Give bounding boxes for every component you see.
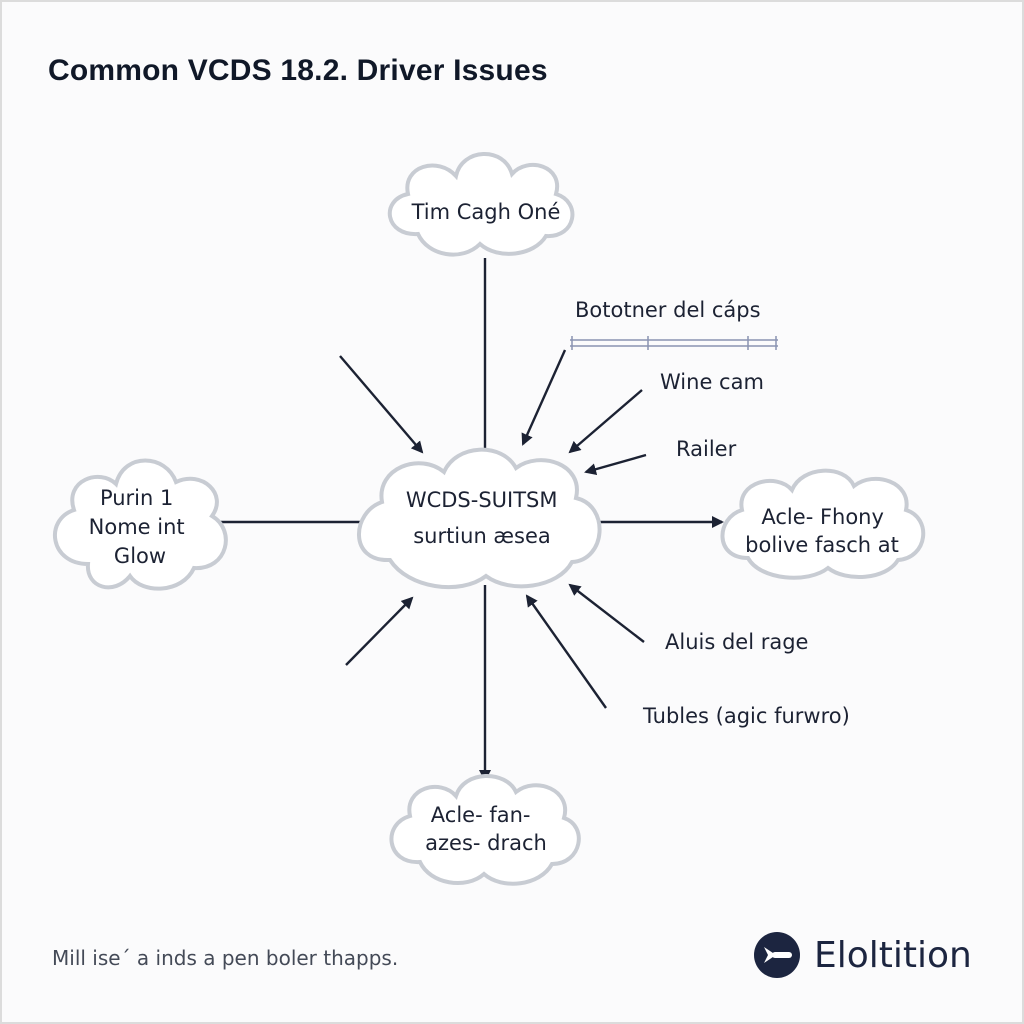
node-center-text: WCDS-SUITSM surtiun æsea	[406, 488, 564, 548]
node-bottom-text: Acle- fan- azes- drach	[425, 803, 547, 855]
label-tubles: Tubles (agic furwro)	[642, 704, 850, 728]
cloud-bottom	[389, 774, 581, 886]
footer-note: Mill ise´ a inds a pen boler thapps.	[52, 946, 399, 970]
cloud-right	[720, 468, 926, 580]
cloud-left	[53, 458, 228, 591]
ruler-decoration	[570, 336, 778, 350]
brand-name: Eloltition	[814, 934, 972, 976]
arrow-railer	[584, 453, 647, 476]
arrow-aluis	[568, 583, 645, 643]
cloud-top	[387, 152, 575, 257]
node-center-line-2: surtiun æsea	[413, 524, 551, 548]
node-bottom-line-2: azes- drach	[425, 831, 547, 855]
arrow-wine	[568, 389, 643, 454]
arrow-tubles	[525, 594, 607, 709]
arrow-lower-left	[345, 596, 414, 666]
node-center-line-1: WCDS-SUITSM	[406, 488, 558, 512]
label-railer: Railer	[676, 437, 737, 461]
node-top-line-1: Tim Cagh Oné	[411, 200, 561, 224]
label-wine: Wine cam	[660, 370, 764, 394]
node-right-line-2: bolive fasch at	[745, 533, 899, 557]
brand: Eloltition	[754, 932, 972, 978]
label-botoner: Bototner del cáps	[575, 298, 761, 322]
plane-icon	[754, 932, 800, 978]
label-aluis: Aluis del rage	[665, 630, 808, 654]
node-top-text: Tim Cagh Oné	[411, 200, 561, 224]
node-left-line-3: Glow	[114, 544, 166, 568]
cloud-center	[357, 447, 602, 590]
node-left-line-2: Nome int	[89, 515, 185, 539]
arrow-botoner	[521, 349, 567, 446]
arrow-upper-left	[339, 355, 424, 454]
page-title: Common VCDS 18.2. Driver Issues	[48, 54, 548, 87]
node-left-text: Purin 1 Nome int Glow	[89, 486, 192, 568]
node-bottom-line-1: Acle- fan-	[431, 803, 531, 827]
node-right-line-1: Acle- Fhony	[761, 505, 884, 529]
node-right-text: Acle- Fhony bolive fasch at	[745, 505, 899, 557]
node-left-line-1: Purin 1	[100, 486, 173, 510]
